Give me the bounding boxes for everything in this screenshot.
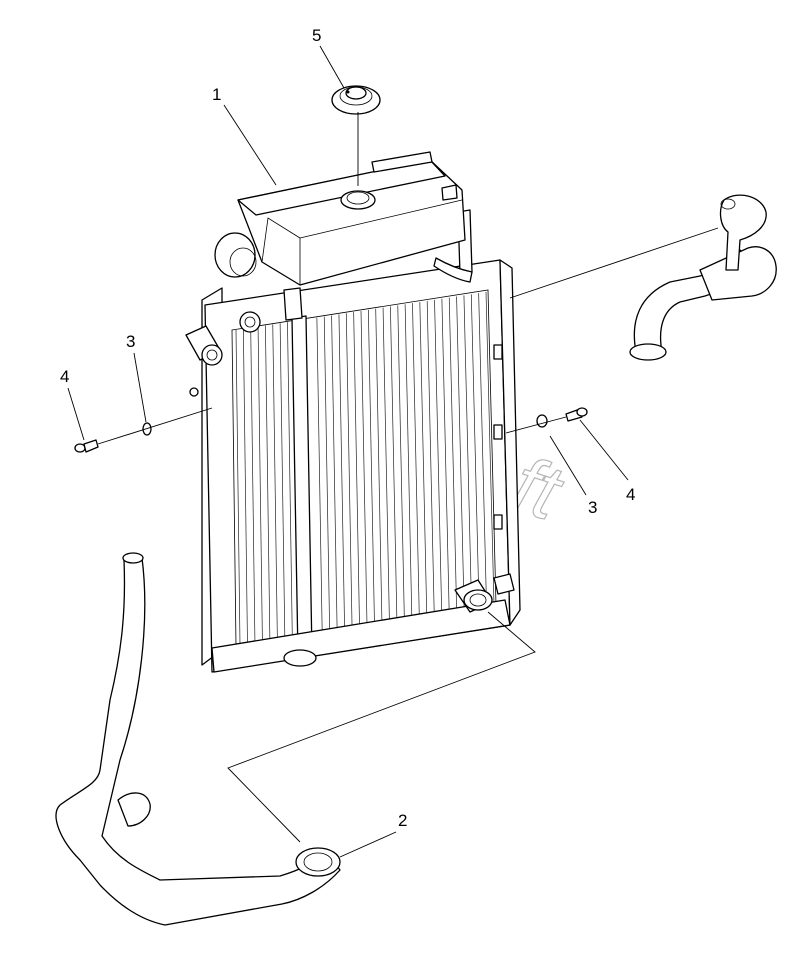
radiator-fin (323, 316, 330, 631)
svg-text:1: 1 (212, 85, 221, 104)
radiator-fin (353, 312, 360, 627)
svg-text:5: 5 (312, 26, 321, 45)
radiator-fin (250, 327, 256, 643)
radiator-fin (382, 307, 390, 622)
svg-text:4: 4 (626, 485, 635, 504)
radiator-fin (412, 303, 420, 617)
svg-text:3: 3 (126, 332, 135, 351)
callout-2: 2 (339, 811, 407, 858)
lower-hose (55, 552, 536, 926)
radiator-fin (456, 296, 465, 610)
callout-4-right: 4 (579, 419, 635, 504)
radiator-fin (470, 294, 480, 608)
radiator-fin (441, 298, 450, 613)
upper-hose (509, 194, 777, 361)
radiator-fin (316, 317, 323, 633)
radiator-fin (397, 305, 405, 620)
svg-text:2: 2 (398, 811, 407, 830)
radiator-fin (331, 315, 338, 630)
radiator-fin (272, 324, 278, 640)
svg-text:4: 4 (60, 367, 69, 386)
expansion-tank (214, 151, 466, 321)
radiator-fin (478, 293, 487, 607)
left-fasteners (74, 407, 213, 453)
radiator-fin (368, 309, 375, 624)
radiator-fin (257, 326, 263, 642)
filler-cap (331, 85, 381, 186)
radiator-fin (360, 310, 368, 626)
radiator-fin (390, 306, 398, 621)
callout-4-left: 4 (60, 367, 85, 441)
callout-1: 1 (212, 85, 277, 186)
radiator-fin (419, 302, 428, 616)
radiator-fin (404, 304, 413, 618)
radiator-fin (463, 295, 472, 609)
radiator-fin (279, 323, 286, 638)
callout-3-left: 3 (126, 332, 147, 423)
radiator-fin (345, 313, 353, 628)
radiator-fins (235, 291, 495, 646)
radiator-fin (265, 325, 271, 641)
radiator-fin (235, 329, 241, 646)
radiator-fin (448, 297, 457, 611)
radiator-fin (338, 314, 345, 629)
right-fasteners (505, 407, 588, 434)
svg-text:3: 3 (588, 498, 597, 517)
radiator-fin (426, 300, 435, 615)
radiator-assembly (185, 209, 521, 673)
callout-3-right: 3 (549, 435, 597, 517)
radiator-fin (375, 308, 383, 623)
callout-5: 5 (312, 26, 345, 89)
radiator-fin (434, 299, 443, 614)
radiator-fin (243, 328, 248, 644)
radiator-fin (485, 291, 495, 606)
radiator-fin (287, 322, 293, 637)
